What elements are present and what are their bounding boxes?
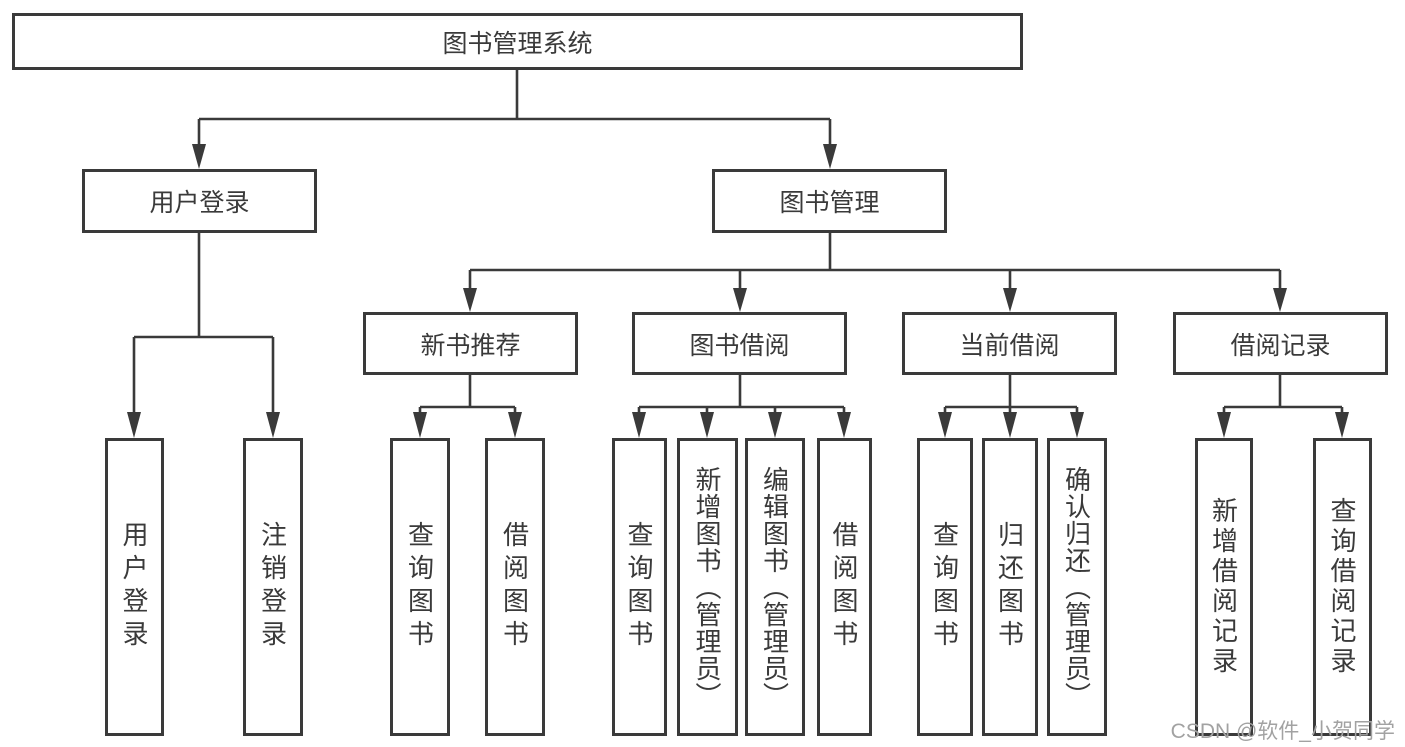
arrowhead-down-icon bbox=[823, 144, 837, 169]
connector-user-login-to-leaves bbox=[127, 233, 280, 438]
arrowhead-down-icon bbox=[1003, 288, 1017, 312]
connector-book-borrow-to-leaves bbox=[632, 375, 851, 438]
node-leaf-user-login: 用户登录 bbox=[105, 438, 164, 736]
arrowhead-down-icon bbox=[1217, 412, 1231, 438]
node-leaf-confirm-return-admin: 确认归还（管理员） bbox=[1047, 438, 1107, 736]
arrowhead-down-icon bbox=[632, 412, 646, 438]
node-label: 新增图书（管理员） bbox=[692, 465, 722, 709]
node-label: 图书借阅 bbox=[689, 331, 790, 360]
arrowhead-down-icon bbox=[938, 412, 952, 438]
arrowhead-down-icon bbox=[127, 412, 141, 438]
node-label: 确认归还（管理员） bbox=[1061, 465, 1092, 709]
node-current-borrow: 当前借阅 bbox=[902, 312, 1117, 375]
node-borrow-records: 借阅记录 bbox=[1173, 312, 1388, 375]
node-new-book-recommend: 新书推荐 bbox=[363, 312, 578, 375]
arrowhead-down-icon bbox=[413, 412, 427, 438]
arrowhead-down-icon bbox=[508, 412, 522, 438]
node-leaf-query-books: 查询图书 bbox=[390, 438, 450, 736]
connector-current-borrow-to-leaves bbox=[938, 375, 1084, 438]
node-label: 查询图书 bbox=[929, 521, 960, 653]
node-label: 查询图书 bbox=[404, 521, 435, 653]
node-leaf-query-books: 查询图书 bbox=[612, 438, 667, 736]
node-leaf-return-books: 归还图书 bbox=[982, 438, 1038, 736]
arrowhead-down-icon bbox=[266, 412, 280, 438]
node-leaf-borrow-books: 借阅图书 bbox=[817, 438, 872, 736]
node-label: 查询图书 bbox=[624, 521, 654, 653]
node-user-login: 用户登录 bbox=[82, 169, 317, 233]
arrowhead-down-icon bbox=[463, 288, 477, 312]
arrowhead-down-icon bbox=[700, 412, 714, 438]
arrowhead-down-icon bbox=[837, 412, 851, 438]
node-leaf-query-borrow-record: 查询借阅记录 bbox=[1313, 438, 1372, 736]
node-label: 图书管理 bbox=[779, 189, 880, 217]
node-label: 归还图书 bbox=[994, 521, 1025, 653]
node-leaf-query-books: 查询图书 bbox=[917, 438, 973, 736]
node-leaf-edit-books-admin: 编辑图书（管理员） bbox=[745, 438, 805, 736]
node-book-management-system: 图书管理系统 bbox=[12, 13, 1023, 70]
node-label: 图书管理系统 bbox=[442, 29, 593, 58]
node-label: 新书推荐 bbox=[420, 331, 521, 360]
node-label: 编辑图书（管理员） bbox=[759, 465, 790, 709]
node-label: 查询借阅记录 bbox=[1327, 497, 1357, 677]
arrowhead-down-icon bbox=[1003, 412, 1017, 438]
node-label: 借阅图书 bbox=[829, 521, 859, 653]
node-label: 当前借阅 bbox=[959, 331, 1060, 360]
node-book-management: 图书管理 bbox=[712, 169, 947, 233]
arrowhead-down-icon bbox=[192, 144, 206, 169]
node-label: 借阅记录 bbox=[1230, 331, 1331, 360]
arrowhead-down-icon bbox=[768, 412, 782, 438]
node-label: 注销登录 bbox=[257, 521, 288, 653]
node-label: 用户登录 bbox=[149, 189, 250, 217]
csdn-watermark: CSDN @软件_小贺同学 bbox=[1170, 720, 1395, 743]
node-leaf-logout: 注销登录 bbox=[243, 438, 303, 736]
arrowhead-down-icon bbox=[1070, 412, 1084, 438]
connector-borrow-records-to-leaves bbox=[1217, 375, 1349, 438]
arrowhead-down-icon bbox=[1273, 288, 1287, 312]
node-leaf-add-borrow-record: 新增借阅记录 bbox=[1195, 438, 1253, 736]
node-leaf-add-books-admin: 新增图书（管理员） bbox=[677, 438, 738, 736]
arrowhead-down-icon bbox=[1335, 412, 1349, 438]
node-leaf-borrow-books: 借阅图书 bbox=[485, 438, 545, 736]
node-label: 新增借阅记录 bbox=[1208, 497, 1239, 677]
connector-book-mgmt-to-level3 bbox=[463, 233, 1287, 312]
connector-root-to-level2 bbox=[192, 69, 837, 169]
node-book-borrow: 图书借阅 bbox=[632, 312, 847, 375]
arrowhead-down-icon bbox=[733, 288, 747, 312]
node-label: 借阅图书 bbox=[499, 521, 530, 653]
connector-new-books-to-leaves bbox=[413, 375, 522, 438]
node-label: 用户登录 bbox=[119, 521, 149, 653]
